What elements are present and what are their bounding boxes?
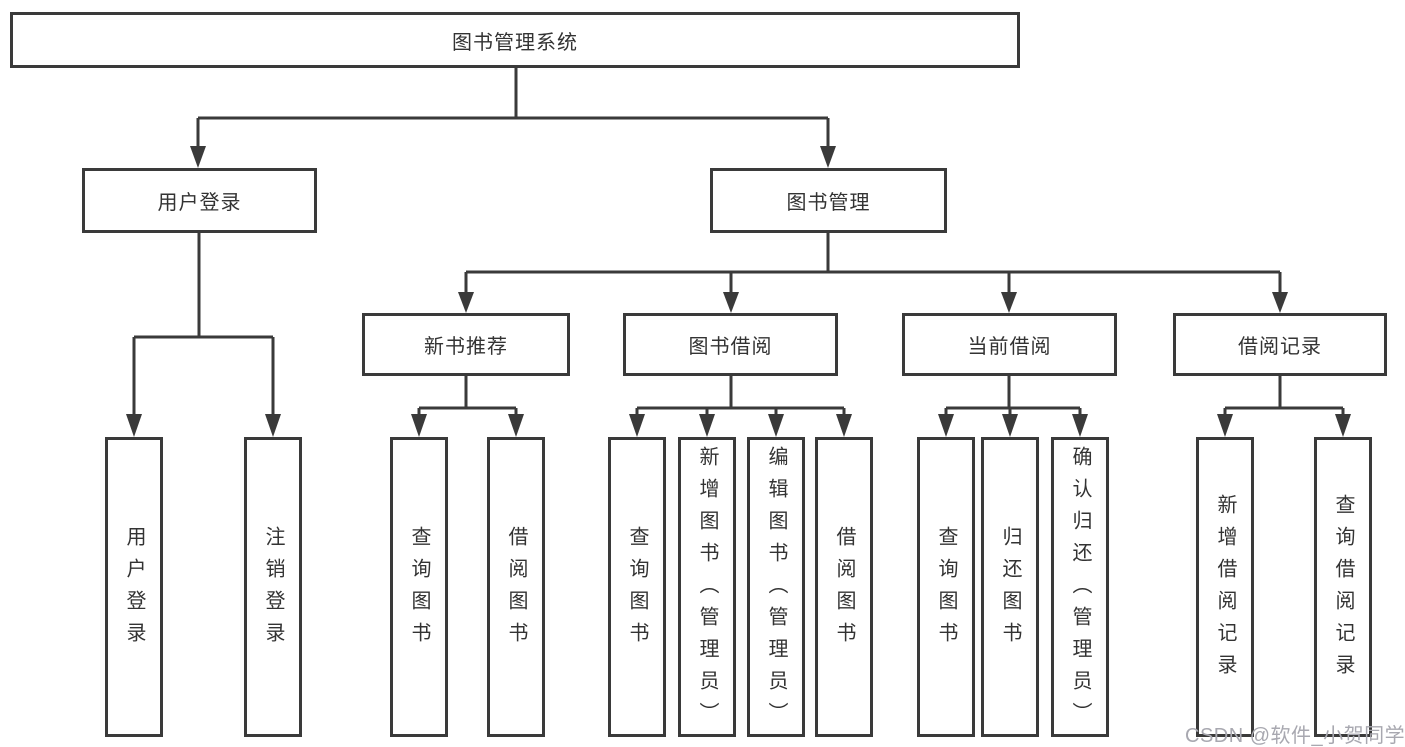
- leaf-label: 确认归还（管理员）: [1069, 446, 1091, 734]
- leaf-add-borrow-record: 新增借阅记录: [1196, 437, 1254, 737]
- node-label: 用户登录: [157, 192, 242, 214]
- leaf-label: 注销登录: [262, 526, 284, 654]
- leaf-query-book-newbook: 查询图书: [390, 437, 448, 737]
- leaf-confirm-return-admin: 确认归还（管理员）: [1051, 437, 1109, 737]
- node-label: 当前借阅: [967, 336, 1052, 358]
- node-current-borrow: 当前借阅: [902, 313, 1117, 376]
- node-label: 图书借阅: [688, 336, 773, 358]
- node-book-borrow: 图书借阅: [623, 313, 838, 376]
- leaf-return-book: 归还图书: [981, 437, 1039, 737]
- leaf-label: 新增借阅记录: [1214, 494, 1236, 686]
- leaf-borrow-book-newbook: 借阅图书: [487, 437, 545, 737]
- node-label: 新书推荐: [424, 336, 508, 358]
- leaf-label: 归还图书: [999, 526, 1021, 654]
- leaf-edit-book-admin: 编辑图书（管理员）: [747, 437, 805, 737]
- node-borrow-record: 借阅记录: [1173, 313, 1387, 376]
- leaf-label: 新增图书（管理员）: [696, 446, 718, 734]
- leaf-user-login: 用户登录: [105, 437, 163, 737]
- node-label: 图书管理系统: [452, 31, 578, 54]
- node-book-management: 图书管理: [710, 168, 947, 233]
- node-label: 借阅记录: [1238, 336, 1322, 358]
- leaf-logout: 注销登录: [244, 437, 302, 737]
- leaf-borrow-book: 借阅图书: [815, 437, 873, 737]
- leaf-label: 查询借阅记录: [1332, 494, 1354, 686]
- node-user-login: 用户登录: [82, 168, 317, 233]
- leaf-query-book-current: 查询图书: [917, 437, 975, 737]
- leaf-label: 用户登录: [123, 526, 145, 654]
- leaf-add-book-admin: 新增图书（管理员）: [678, 437, 736, 737]
- node-new-book-recommend: 新书推荐: [362, 313, 570, 376]
- node-library-management-system: 图书管理系统: [10, 12, 1020, 68]
- node-label: 图书管理: [786, 192, 871, 214]
- leaf-label: 借阅图书: [833, 526, 855, 654]
- leaf-label: 借阅图书: [505, 526, 527, 654]
- csdn-watermark: CSDN @软件_小贺同学: [1185, 725, 1405, 747]
- leaf-query-borrow-record: 查询借阅记录: [1314, 437, 1372, 737]
- leaf-label: 查询图书: [408, 526, 430, 654]
- leaf-query-book-borrow: 查询图书: [608, 437, 666, 737]
- leaf-label: 查询图书: [935, 526, 957, 654]
- leaf-label: 编辑图书（管理员）: [765, 446, 787, 734]
- leaf-label: 查询图书: [626, 526, 648, 654]
